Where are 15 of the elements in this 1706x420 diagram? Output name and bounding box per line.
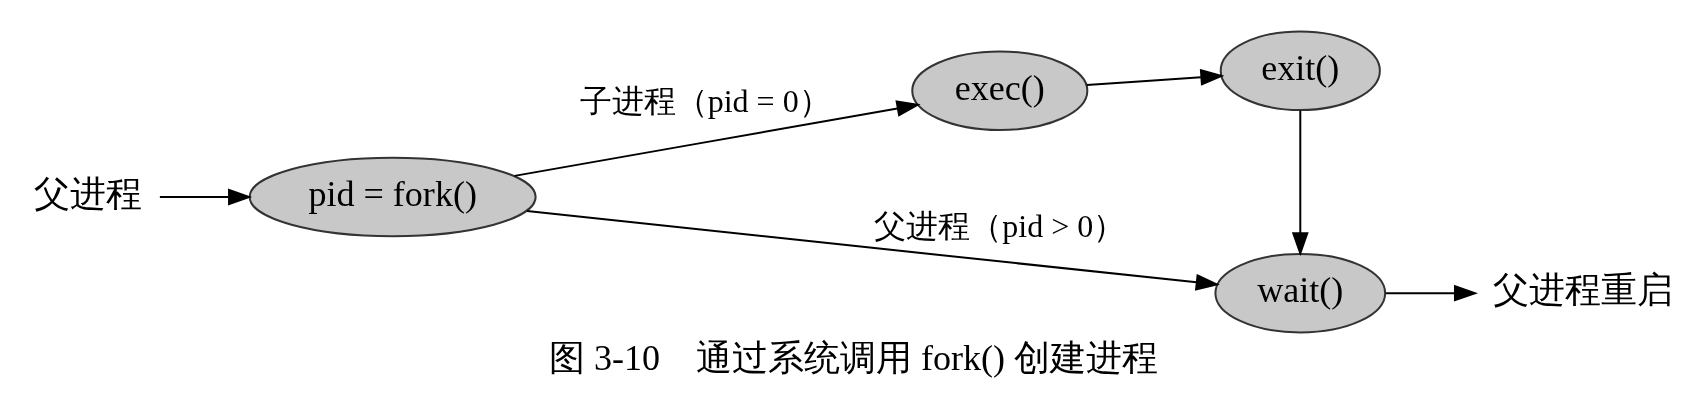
arrow: [158, 188, 252, 206]
edge-label: 子进程（pid = 0）: [579, 83, 831, 120]
node-text: 父进程重启: [1492, 270, 1673, 310]
node-ellipse: pid = fork(): [248, 156, 537, 238]
node-text: 父进程: [33, 173, 142, 214]
node-ellipse: exec(): [910, 50, 1088, 132]
node-ellipse: wait(): [1213, 252, 1386, 334]
arrow: [1291, 109, 1309, 257]
arrow: [513, 100, 921, 177]
edge-label: 父进程（pid > 0）: [873, 207, 1125, 244]
node-ellipse: exit(): [1219, 30, 1381, 111]
caption: 图 3-10 通过系统调用 fork() 创建进程: [548, 337, 1158, 378]
arrow: [1085, 68, 1224, 86]
arrow: [525, 210, 1220, 291]
arrow: [1384, 284, 1478, 302]
